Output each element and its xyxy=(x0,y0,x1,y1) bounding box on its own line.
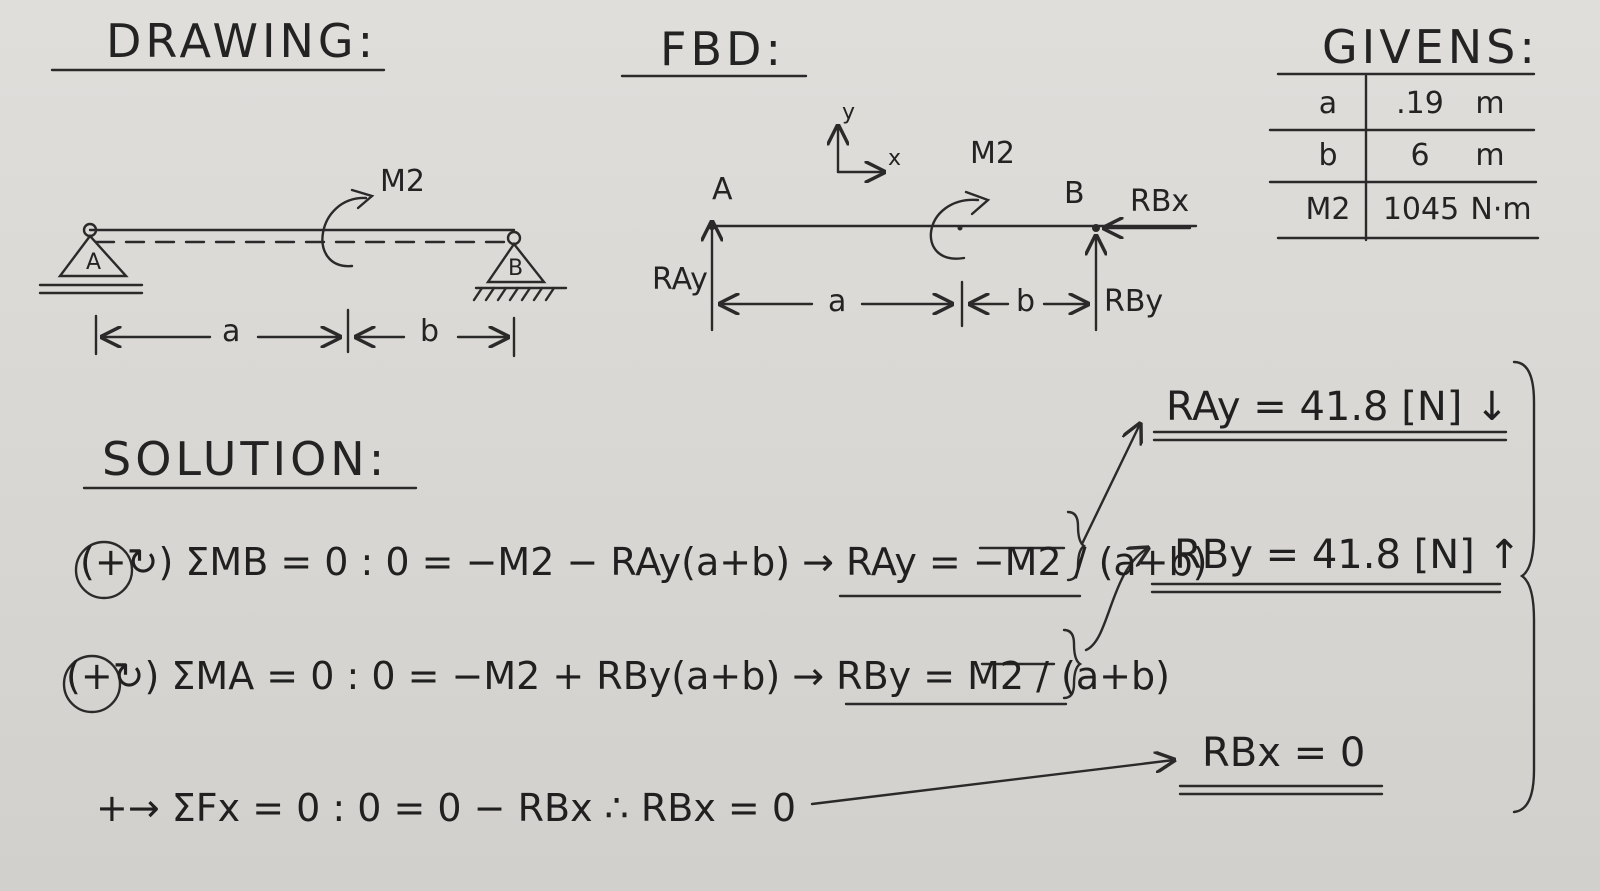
result-rby: RBy = 41.8 [N] ↑ xyxy=(1174,532,1521,578)
fbd-dim-a: a xyxy=(828,284,847,319)
fbd-reaction-ay: RAy xyxy=(652,262,708,297)
brace-2 xyxy=(1062,628,1083,700)
drawing-moment-label: M2 xyxy=(380,164,425,199)
equation-moment-a: (+↻) ΣMA = 0 : 0 = −M2 + RBy(a+b) → RBy … xyxy=(66,654,1170,698)
fbd-axis-x: x xyxy=(888,146,902,171)
givens-symbol: a xyxy=(1318,86,1338,121)
givens-unit: m xyxy=(1475,86,1505,121)
givens-table-lines xyxy=(1268,72,1540,242)
givens-value: 6 xyxy=(1410,138,1430,173)
fbd-reaction-by: RBy xyxy=(1104,284,1164,319)
givens-value: 1045 xyxy=(1382,192,1460,227)
equation-force-x: +→ ΣFx = 0 : 0 = 0 − RBx ∴ RBx = 0 xyxy=(96,786,797,830)
drawing-label-b: B xyxy=(508,256,524,281)
solution-heading: SOLUTION: xyxy=(102,432,389,486)
givens-symbol: M2 xyxy=(1305,192,1351,227)
fbd-dim-b: b xyxy=(1016,284,1036,319)
givens-unit: m xyxy=(1475,138,1505,173)
drawing-label-a: A xyxy=(86,250,102,275)
givens-unit: N·m xyxy=(1470,192,1532,227)
fbd-reaction-bx: RBx xyxy=(1130,184,1190,219)
result-ray: RAy = 41.8 [N] ↓ xyxy=(1166,384,1509,430)
fbd-moment-label: M2 xyxy=(970,136,1015,171)
givens-value: .19 xyxy=(1396,86,1444,121)
drawing-dim-a: a xyxy=(222,314,241,349)
fbd-beam xyxy=(708,126,1198,332)
result-rbx: RBx = 0 xyxy=(1202,730,1366,776)
givens-heading: GIVENS: xyxy=(1322,20,1539,74)
brace-big xyxy=(1512,360,1536,814)
drawing-beam xyxy=(38,188,568,358)
fbd-label-a: A xyxy=(712,172,733,207)
equation-moment-b: (+↻) ΣMB = 0 : 0 = −M2 − RAy(a+b) → RAy … xyxy=(80,540,1208,584)
givens-symbol: b xyxy=(1318,138,1338,173)
drawing-heading: DRAWING: xyxy=(106,14,378,68)
fbd-heading: FBD: xyxy=(660,22,785,76)
fbd-axis-y: y xyxy=(842,100,856,125)
brace-1 xyxy=(1066,510,1087,582)
drawing-dim-b: b xyxy=(420,314,440,349)
fbd-label-b: B xyxy=(1064,176,1085,211)
